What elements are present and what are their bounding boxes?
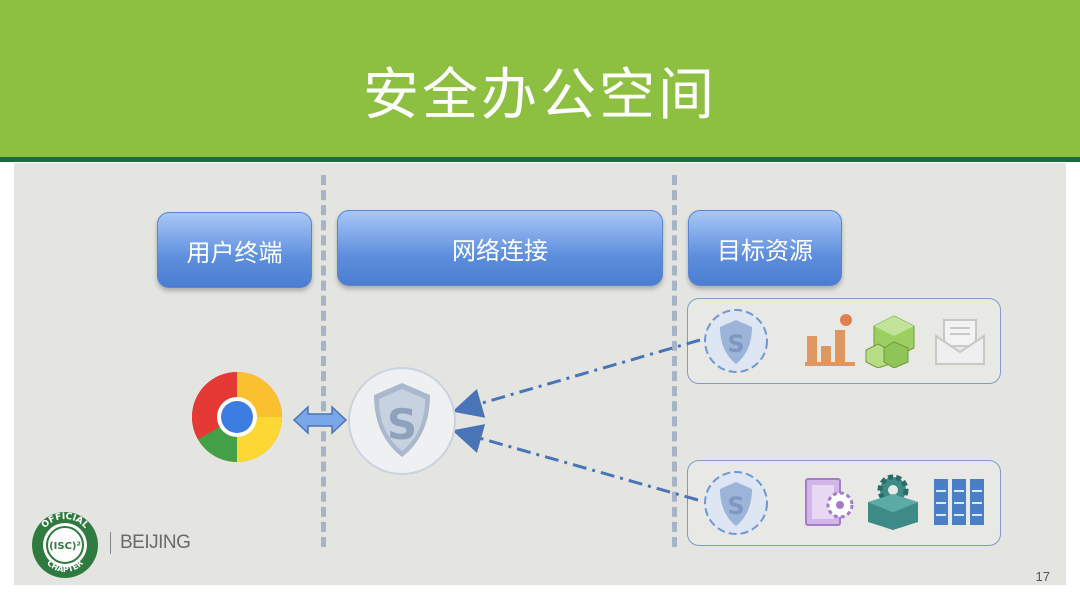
logo-ring-bottom-text: CHAPTER: [45, 558, 85, 574]
connector-top: [452, 338, 701, 418]
cubes-icon: [865, 315, 915, 368]
column-header-network-label: 网络连接: [452, 236, 548, 265]
svg-text:CHAPTER: CHAPTER: [45, 558, 85, 574]
connector-bottom: [452, 424, 699, 502]
bar-chart-icon: [805, 314, 855, 366]
logo-city-text: BEIJING: [110, 532, 191, 554]
title-rule: [0, 157, 1080, 162]
chrome-browser-icon: [191, 372, 283, 463]
gear-box-icon: [868, 474, 918, 530]
resource-shield-top-icon: S: [704, 309, 768, 373]
column-header-network: 网络连接: [337, 210, 663, 286]
bidirectional-arrow-icon: [292, 405, 348, 435]
title-bar: 安全办公空间: [0, 0, 1080, 158]
svg-text:S: S: [727, 492, 744, 520]
svg-text:S: S: [727, 330, 744, 358]
column-divider-right: [672, 175, 677, 547]
settings-document-icon: [805, 478, 854, 526]
column-divider-left: [321, 175, 326, 547]
isc2-chapter-seal-logo: OFFICIAL CHAPTER (ISC)²: [32, 512, 98, 578]
svg-text:S: S: [387, 400, 417, 449]
server-rack-icon: [934, 479, 984, 525]
column-header-endpoint-label: 用户终端: [186, 238, 283, 267]
logo-center-text: (ISC)²: [49, 541, 81, 552]
column-header-resources-label: 目标资源: [717, 236, 813, 265]
resource-shield-bottom-icon: S: [704, 471, 768, 535]
column-header-endpoint: 用户终端: [157, 212, 312, 288]
mail-icon: [935, 319, 985, 365]
page-number: 17: [1035, 569, 1050, 584]
slide-title: 安全办公空间: [363, 63, 717, 128]
column-header-resources: 目标资源: [688, 210, 842, 286]
security-shield-s-icon: S: [348, 367, 456, 475]
